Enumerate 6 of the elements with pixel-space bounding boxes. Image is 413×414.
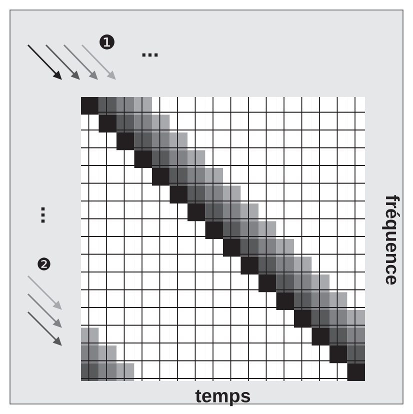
axis-label: fréquence	[382, 195, 400, 285]
ellipsis: ...	[41, 207, 45, 223]
marker-number: ❷	[38, 258, 50, 270]
axis-label: temps	[195, 390, 250, 406]
marker-number: ❶	[100, 34, 114, 50]
ellipsis: ...	[142, 53, 158, 57]
